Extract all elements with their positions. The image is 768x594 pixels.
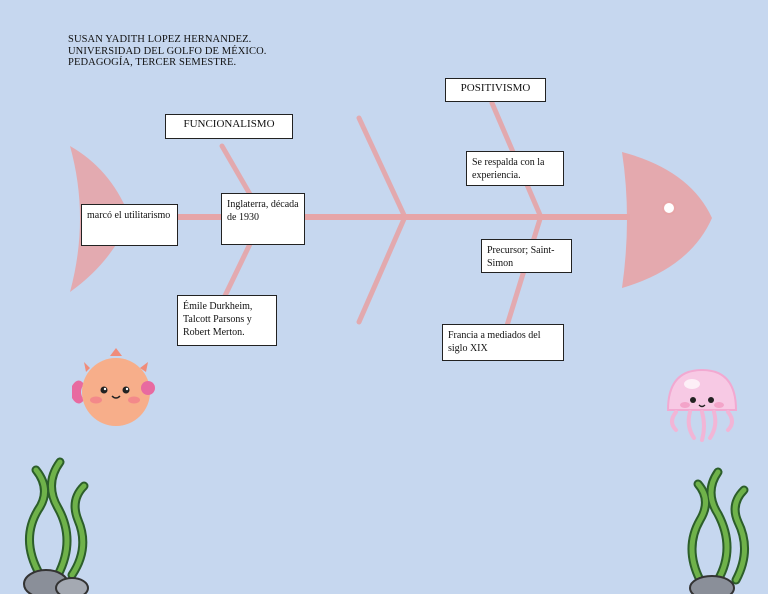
label-durkheim: Émile Durkheim, Talcott Parsons y Robert… xyxy=(177,295,277,346)
label-inglaterra: Inglaterra, década de 1930 xyxy=(221,193,305,245)
author-name: SUSAN YADITH LOPEZ HERNANDEZ. xyxy=(68,34,252,45)
bone-lower-3 xyxy=(502,216,543,335)
jellyfish-icon xyxy=(666,368,738,442)
fish-eye xyxy=(662,201,676,215)
bone-lower-2 xyxy=(356,216,407,325)
program-semester: PEDAGOGÍA, TERCER SEMESTRE. xyxy=(68,57,237,68)
label-precursor: Precursor; Saint-Simon xyxy=(481,239,572,273)
label-respalda: Se respalda con la experiencia. xyxy=(466,151,564,186)
bone-upper-2 xyxy=(356,115,407,218)
seaweed-left-icon xyxy=(23,457,89,594)
label-francia: Francia a mediados del siglo XIX xyxy=(442,324,564,361)
university-name: UNIVERSIDAD DEL GOLFO DE MÉXICO. xyxy=(68,45,267,57)
fish-head xyxy=(622,152,712,288)
fish-spine xyxy=(120,214,630,220)
label-utilitarismo: marcó el utilitarismo xyxy=(81,204,178,246)
pufferfish-icon xyxy=(72,348,155,426)
header-info: SUSAN YADITH LOPEZ HERNANDEZ. UNIVERSIDA… xyxy=(68,34,267,69)
label-positivismo: POSITIVISMO xyxy=(445,78,546,102)
seaweed-right-icon xyxy=(687,467,749,594)
label-funcionalismo: FUNCIONALISMO xyxy=(165,114,293,139)
